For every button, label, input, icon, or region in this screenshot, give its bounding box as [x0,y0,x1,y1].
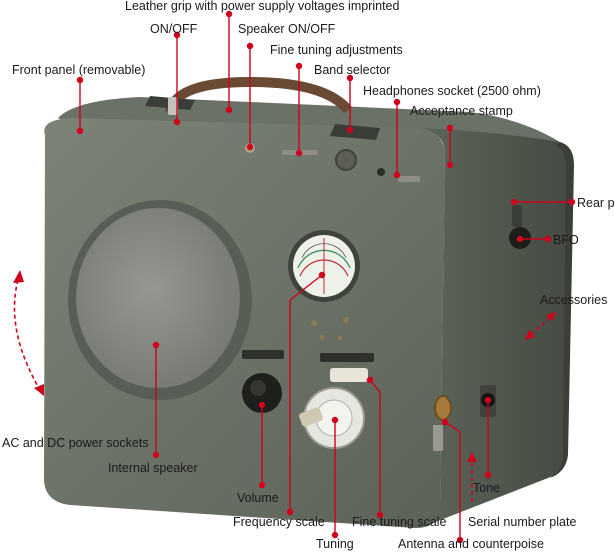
band-selector-knob[interactable] [335,149,357,171]
label-headphones-socket: Headphones socket (2500 ohm) [363,84,541,98]
label-bfo: BFO [553,233,579,247]
label-on-off: ON/OFF [150,22,198,36]
label-tone: Tone [473,481,501,495]
acceptance-stamp [398,176,420,182]
label-leather-grip: Leather grip with power supply voltages … [125,0,400,13]
label-antenna-counterpoise: Antenna and counterpoise [398,537,544,551]
arrow-heads [13,270,556,462]
rear-panel [550,142,574,478]
antenna-socket[interactable] [434,395,452,421]
label-accessories: Accessories [540,293,608,307]
volume-plate [242,350,284,359]
label-tuning: Tuning [316,537,354,551]
label-fine-tuning-adjustments: Fine tuning adjustments [270,43,403,57]
label-ac-dc-sockets: AC and DC power sockets [2,436,149,450]
dashed-arrows [13,279,551,502]
label-frequency-scale: Frequency scale [233,515,325,529]
fine-tuning-scale-window [330,368,368,382]
label-serial-number-plate: Serial number plate [468,515,577,529]
label-volume: Volume [237,491,279,505]
label-band-selector: Band selector [314,63,391,77]
case-side [420,128,572,528]
headphones-socket[interactable] [377,168,385,176]
callout-lines [76,10,576,544]
label-fine-tuning-scale: Fine tuning scale [352,515,447,529]
label-acceptance-stamp: Acceptance stamp [410,104,513,118]
label-rear-panel: Rear panel [577,196,615,210]
label-front-panel: Front panel (removable) [12,63,146,77]
label-speaker-on-off: Speaker ON/OFF [238,22,336,36]
speaker-mesh [76,208,240,388]
serial-number-plate-shape [433,425,443,451]
fine-tuning-plate [320,353,374,362]
label-internal-speaker: Internal speaker [108,461,198,475]
on-off-switch[interactable] [168,97,178,115]
